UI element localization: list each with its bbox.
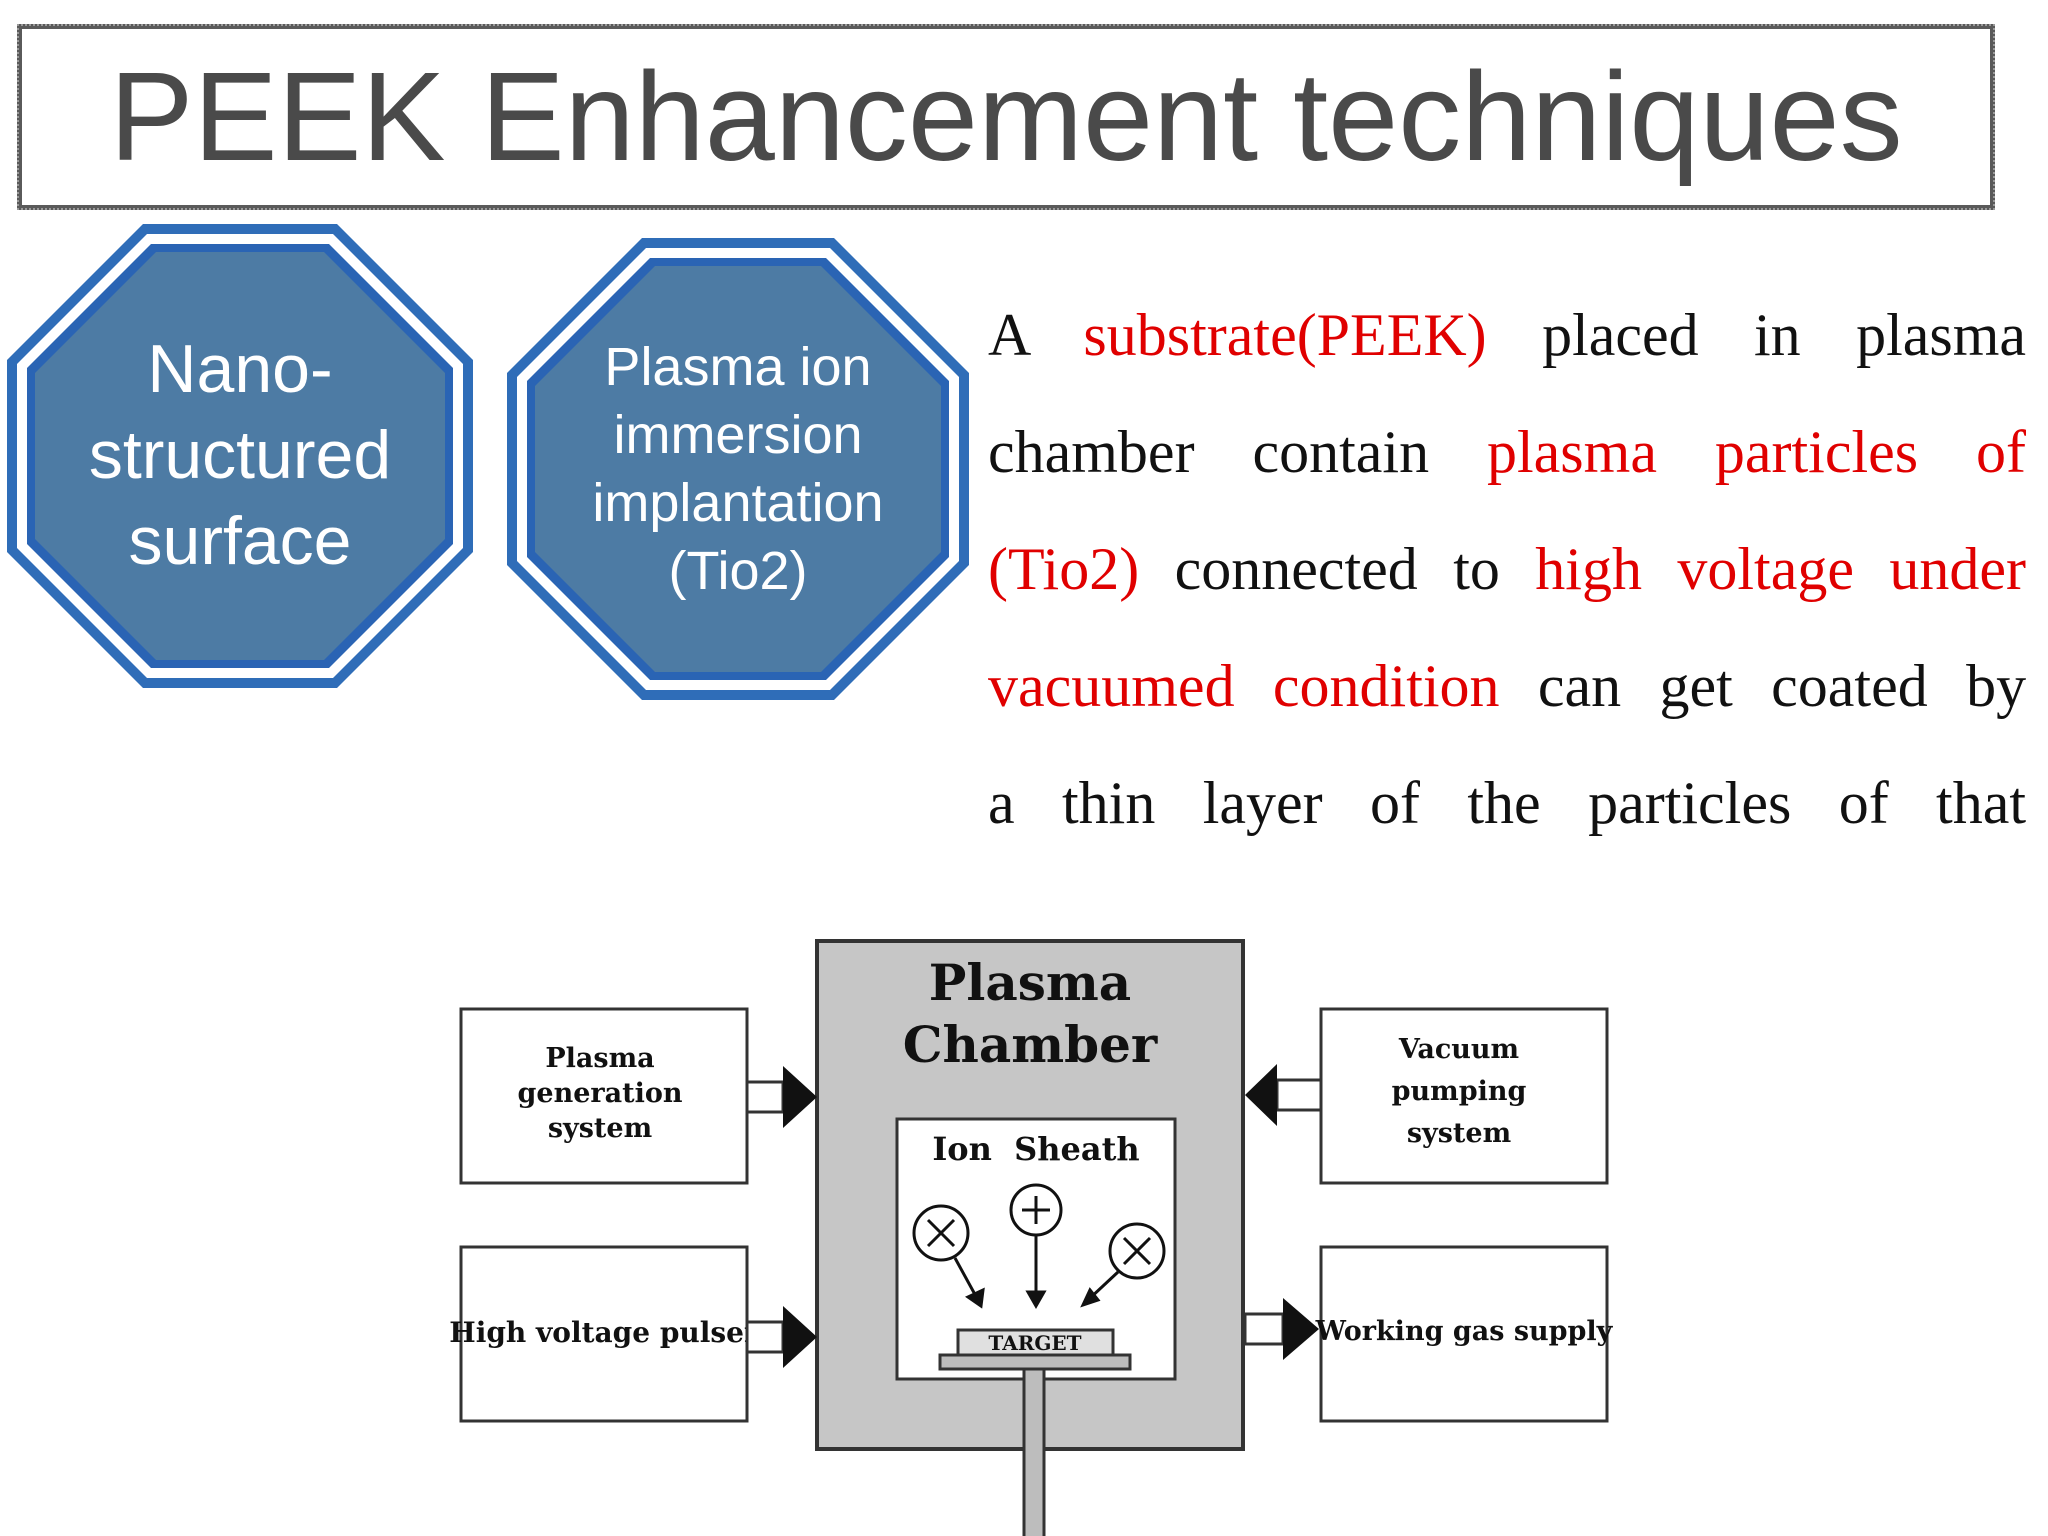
- paragraph-line: chamber contain plasma particles of: [988, 399, 2026, 516]
- plasma-generation-line-1: Plasma: [545, 1043, 654, 1074]
- paragraph-phrase: get: [1659, 653, 1733, 719]
- octagon-1-line-2: structured: [88, 417, 392, 493]
- octagon-label-nano: Nano- structured surface: [40, 255, 440, 655]
- highlight-phrase: plasma: [1487, 419, 1657, 485]
- target-label: TARGET: [988, 1331, 1081, 1355]
- paragraph-phrase: by: [1966, 653, 2027, 719]
- paragraph-phrase: can: [1537, 653, 1622, 719]
- paragraph-phrase: the: [1467, 770, 1541, 836]
- paragraph-phrase: of: [1838, 770, 1889, 836]
- arrow-plasma-to-chamber: [745, 1066, 817, 1128]
- paragraph-phrase: a: [988, 770, 1015, 836]
- arrow-voltage-to-chamber: [745, 1306, 817, 1368]
- plasma-generation-line-2: generation: [518, 1078, 683, 1109]
- octagon-1-line-3: surface: [128, 503, 352, 579]
- highlight-phrase: vacuumed condition: [988, 653, 1500, 719]
- highlight-phrase: substrate(PEEK): [1083, 302, 1487, 368]
- paragraph-phrase: chamber: [988, 419, 1195, 485]
- chamber-title-line-1: Plasma: [929, 953, 1131, 1012]
- paragraph-line: (Tio2) connected to high voltage under: [988, 516, 2026, 633]
- paragraph-phrase: of: [1370, 770, 1421, 836]
- paragraph-line: a thin layer of the particles of that: [988, 750, 2026, 867]
- octagon-label-plasma: Plasma ion immersion implantation (Tio2): [540, 269, 936, 669]
- highlight-phrase: high voltage under: [1535, 536, 2027, 602]
- octagon-1-line-1: Nano-: [147, 331, 333, 407]
- plasma-generation-box: [459, 1007, 749, 1185]
- octagon-plasma-ion: [507, 238, 969, 700]
- vacuum-pumping-box: [1319, 1007, 1609, 1185]
- octagon-2-line-4: (Tio2): [668, 541, 808, 601]
- octagon-2-line-2: immersion: [613, 405, 863, 465]
- paragraph-phrase: thin: [1062, 770, 1156, 836]
- paragraph-phrase: placed: [1542, 302, 1699, 368]
- vacuum-line-3: system: [1407, 1118, 1511, 1149]
- ion-plus-center-icon: [1009, 1183, 1063, 1310]
- title-box: PEEK Enhancement techniques: [17, 24, 1995, 210]
- paragraph-phrase: that: [1936, 770, 2027, 836]
- vacuum-line-2: pumping: [1392, 1076, 1527, 1107]
- paragraph-phrase: particles: [1588, 770, 1792, 836]
- high-voltage-label: High voltage pulser: [449, 1316, 760, 1349]
- target-stem: [1022, 1367, 1046, 1536]
- octagon-2-line-3: implantation: [592, 473, 884, 533]
- working-gas-label: Working gas supply: [1315, 1316, 1614, 1347]
- ion-x-left-icon: [912, 1204, 985, 1309]
- working-gas-box: [1319, 1245, 1609, 1423]
- ion-sheath-label: Ion Sheath: [932, 1130, 1139, 1168]
- chamber-title-line-2: Chamber: [903, 1015, 1158, 1074]
- octagon-2-line-1: Plasma ion: [604, 337, 872, 397]
- paragraph-phrase: coated: [1771, 653, 1928, 719]
- highlight-phrase: of: [1976, 419, 2027, 485]
- vacuum-line-1: Vacuum: [1398, 1034, 1519, 1065]
- highlight-phrase: (Tio2): [988, 536, 1140, 602]
- paragraph-line: A substrate(PEEK) placed in plasma: [988, 282, 2026, 399]
- paragraph-phrase: layer: [1202, 770, 1323, 836]
- paragraph-phrase: plasma: [1856, 302, 2027, 368]
- plasma-generation-line-3: system: [548, 1113, 652, 1144]
- arrow-chamber-to-gas: [1243, 1298, 1319, 1360]
- paragraph-phrase: A: [988, 302, 1029, 368]
- paragraph-phrase: in: [1754, 302, 1801, 368]
- octagon-nano-structured: [7, 224, 473, 688]
- highlight-phrase: particles: [1714, 419, 1919, 485]
- arrow-vacuum-to-chamber: [1245, 1064, 1323, 1126]
- target-base: [938, 1353, 1132, 1371]
- page-title: PEEK Enhancement techniques: [109, 46, 1903, 187]
- paragraph-phrase: contain: [1252, 419, 1430, 485]
- paragraph-line: vacuumed condition can get coated by: [988, 633, 2026, 750]
- ion-x-right-icon: [1080, 1222, 1166, 1308]
- paragraph-phrase: connected to: [1174, 536, 1500, 602]
